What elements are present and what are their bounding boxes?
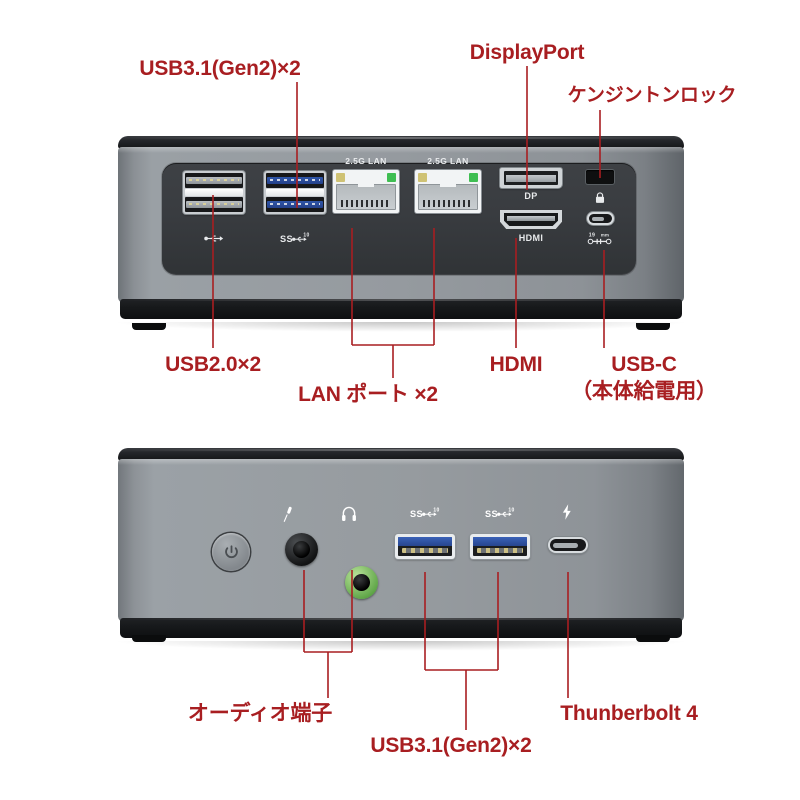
dp-label: DP xyxy=(524,191,538,201)
usb2-slot-bottom[interactable] xyxy=(185,197,243,212)
port-usb31-front-2[interactable] xyxy=(470,534,530,559)
usbc-cavity xyxy=(589,214,612,223)
jack-hole xyxy=(352,573,371,592)
svg-text:SS: SS xyxy=(280,234,293,244)
chassis-top-lid xyxy=(118,448,684,461)
port-thunderbolt-4[interactable] xyxy=(548,537,588,553)
port-microphone-jack[interactable] xyxy=(285,533,318,566)
lan-led-green xyxy=(387,173,396,182)
svg-text:10: 10 xyxy=(508,507,514,513)
hdmi-cavity xyxy=(504,213,558,226)
usb31-slot-bottom[interactable] xyxy=(266,197,324,212)
callout-usb31-rear: USB3.1(Gen2)×2 xyxy=(139,57,301,80)
svg-text:10: 10 xyxy=(303,232,309,238)
chassis-base xyxy=(120,618,682,638)
chassis-foot-right xyxy=(636,323,670,330)
usb-cavity xyxy=(473,537,527,556)
chassis-shadow xyxy=(112,322,690,332)
superspeed-10-icon: SS 10 xyxy=(410,506,440,520)
usb-pair-divider xyxy=(185,189,243,196)
port-displayport[interactable] xyxy=(500,168,562,188)
chassis-shadow xyxy=(112,641,690,651)
svg-text:10: 10 xyxy=(433,507,439,513)
port-kensington-lock[interactable] xyxy=(586,170,614,184)
callout-audio-jacks: オーディオ端子 xyxy=(187,702,333,725)
lan-led-green xyxy=(469,173,478,182)
svg-text:SS: SS xyxy=(485,509,498,519)
port-lan-right[interactable] xyxy=(415,170,481,213)
lan-led-row xyxy=(418,173,478,182)
rj45-cavity xyxy=(336,181,396,210)
callout-usb31-front: USB3.1(Gen2)×2 xyxy=(370,734,532,757)
chassis-foot-left xyxy=(132,323,166,330)
rear-device-chassis: SS 10 2.5G LAN 2.5G LAN xyxy=(112,136,690,332)
usb31-slot-top[interactable] xyxy=(266,173,324,188)
svg-text:19: 19 xyxy=(589,232,595,238)
chassis-base xyxy=(120,299,682,319)
padlock-icon xyxy=(595,192,606,204)
callout-thunderbolt4: Thunberbolt 4 xyxy=(560,702,698,725)
chassis-foot-right xyxy=(636,635,670,642)
microphone-icon xyxy=(283,506,293,523)
power-symbol-icon xyxy=(224,544,238,558)
callout-kensington-lock: ケンジントンロック xyxy=(567,85,737,106)
port-usb31-pair[interactable] xyxy=(264,171,326,214)
port-hdmi[interactable] xyxy=(500,210,562,229)
port-headphone-jack[interactable] xyxy=(345,566,378,599)
usbc-cavity xyxy=(550,539,586,551)
jack-hole xyxy=(292,540,311,559)
rj45-cavity xyxy=(418,181,478,210)
superspeed-10-icon: SS 10 xyxy=(485,506,515,520)
lan-right-label: 2.5G LAN xyxy=(427,156,469,166)
callout-lan-ports: LAN ポート ×2 xyxy=(298,383,438,406)
lan-led-amber xyxy=(336,173,345,182)
power-button[interactable] xyxy=(212,533,250,571)
chassis-top-lid xyxy=(118,136,684,149)
svg-text:SS: SS xyxy=(410,509,423,519)
thunderbolt-bolt-icon xyxy=(562,504,572,520)
chassis-foot-left xyxy=(132,635,166,642)
callout-usb20: USB2.0×2 xyxy=(165,353,261,376)
svg-text:mm: mm xyxy=(601,232,609,237)
dp-cavity xyxy=(504,171,558,185)
callout-usbc-power-line2: （本体給電用） xyxy=(571,380,717,403)
port-usb-c-power[interactable] xyxy=(587,212,614,225)
port-usb31-front-1[interactable] xyxy=(395,534,455,559)
rj45-notch xyxy=(358,181,374,187)
lan-led-amber xyxy=(418,173,427,182)
callout-usbc-power-line1: USB-C xyxy=(611,353,677,376)
callout-displayport: DisplayPort xyxy=(469,41,585,64)
lan-led-row xyxy=(336,173,396,182)
lan-left-label: 2.5G LAN xyxy=(345,156,387,166)
superspeed-10-icon: SS 10 xyxy=(280,231,310,245)
power-delivery-icon: 19 mm xyxy=(587,230,613,246)
hdmi-label: HDMI xyxy=(518,233,544,243)
callout-hdmi: HDMI xyxy=(489,353,543,376)
front-device-chassis: SS 10 SS xyxy=(112,448,690,651)
usb-cavity xyxy=(398,537,452,556)
usb2-slot-top[interactable] xyxy=(185,173,243,188)
rj45-notch xyxy=(440,181,456,187)
port-lan-left[interactable] xyxy=(333,170,399,213)
usb-trident-icon xyxy=(204,233,224,244)
usb-pair-divider xyxy=(266,189,324,196)
headphone-icon xyxy=(342,506,357,522)
chassis-body xyxy=(118,459,684,622)
port-usb2-pair[interactable] xyxy=(183,171,245,214)
